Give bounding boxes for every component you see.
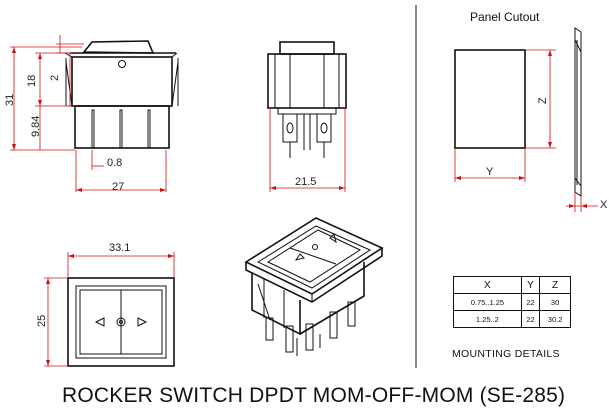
table-cell: 22 (520, 293, 541, 311)
terminal-right (316, 113, 332, 143)
dim-2: 2 (49, 75, 61, 81)
table-header-cell: Y (520, 276, 541, 294)
mounting-details-title: MOUNTING DETAILS (452, 348, 560, 360)
table-row: 0.75..1.25 22 30 (453, 293, 571, 311)
panel-edge (574, 27, 582, 197)
iso-rocker (266, 229, 362, 283)
led-dot (118, 60, 126, 68)
dim-33-1: 33.1 (109, 242, 130, 254)
table-cell: 30.2 (539, 310, 571, 328)
dim-27: 27 (112, 181, 124, 193)
table-row: 1.25..2 22 30.2 (453, 310, 571, 328)
table-header-cell: Z (539, 276, 571, 294)
panel-cutout: Y Z X (454, 27, 608, 212)
panel-cutout-title: Panel Cutout (470, 10, 540, 24)
center-dot-icon (116, 317, 126, 327)
table-header-row: X Y Z (453, 276, 571, 294)
dim-31: 31 (4, 94, 16, 106)
dim-0-8: 0.8 (107, 157, 122, 169)
dim-25: 25 (36, 315, 48, 327)
cutout-z-label: Z (537, 97, 549, 104)
cutout-rect (454, 49, 526, 149)
terminal-left (282, 113, 298, 143)
cutout-x-label: X (600, 199, 608, 211)
rocker-cap (82, 40, 155, 54)
table-cell: 1.25..2 (453, 310, 522, 328)
iso-body-left (251, 272, 301, 336)
cutout-y-label: Y (486, 166, 494, 178)
bezel-outer (67, 277, 175, 367)
table-cell: 22 (520, 310, 541, 328)
bezel-inner (75, 285, 167, 359)
front-view: 21.5 (267, 41, 347, 192)
right-arrow-icon (137, 317, 148, 327)
table-header-cell: X (453, 276, 522, 294)
top-view: 33.1 25 (36, 242, 175, 367)
drawing-title: ROCKER SWITCH DPDT MOM-OFF-MOM (SE-285) (62, 384, 566, 407)
dim-21-5: 21.5 (295, 176, 316, 188)
side-view: 31 18 2 9.84 0.8 27 (4, 35, 179, 193)
table-cell: 0.75..1.25 (453, 293, 522, 311)
mounting-table: X Y Z 0.75..1.25 22 30 1.25..2 22 30.2 (453, 276, 571, 328)
front-cap (279, 41, 335, 55)
iso-body-right (299, 262, 365, 335)
dim-9-84: 9.84 (30, 116, 42, 137)
front-body (267, 53, 347, 109)
isometric-view (244, 217, 384, 356)
switch-body (71, 56, 173, 107)
left-arrow-icon (94, 317, 105, 327)
table-cell: 30 (539, 293, 571, 311)
dim-18: 18 (26, 75, 38, 87)
